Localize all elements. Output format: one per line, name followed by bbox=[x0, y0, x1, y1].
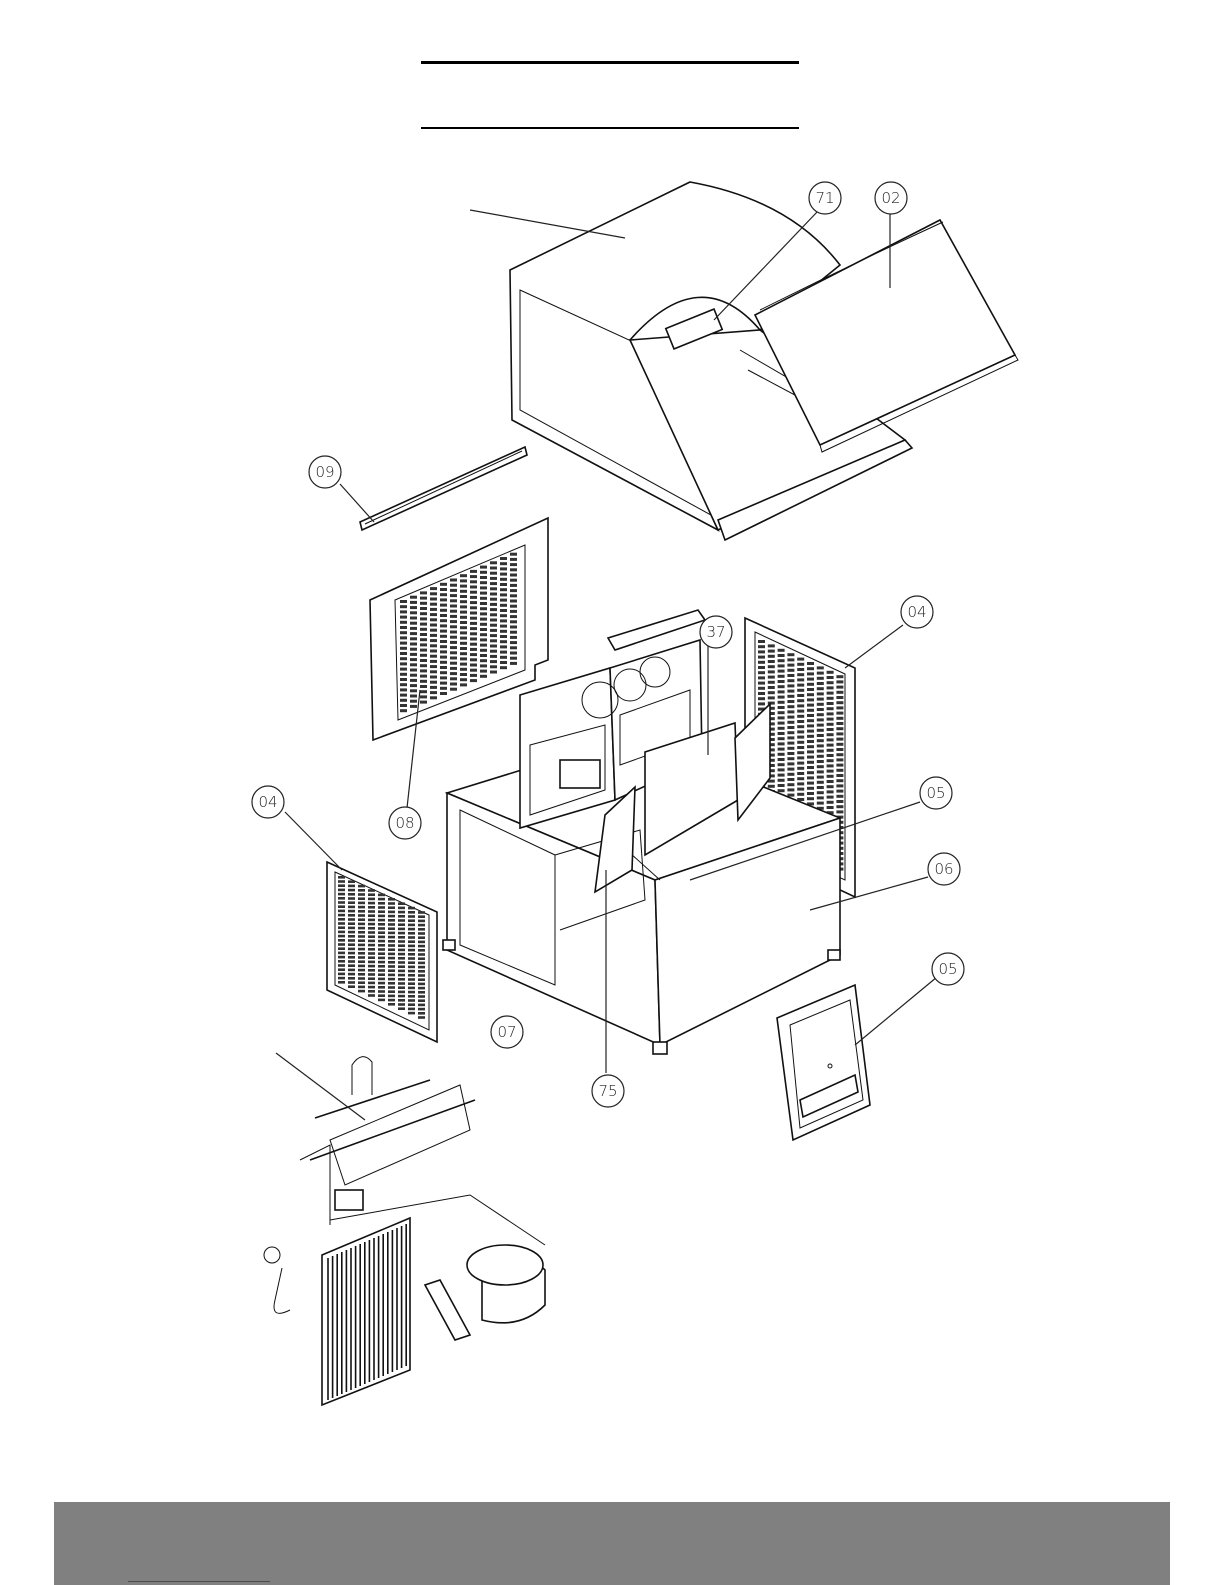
callout-05-top-label: 05 bbox=[926, 784, 945, 802]
left-side-panel-part bbox=[327, 862, 437, 1042]
footer-link-underline[interactable] bbox=[128, 1581, 270, 1582]
callout-09: 09 bbox=[309, 456, 341, 488]
callout-02: 02 bbox=[875, 182, 907, 214]
callout-75: 75 bbox=[592, 1075, 624, 1107]
front-door-panel-part bbox=[777, 985, 870, 1140]
callout-08-label: 08 bbox=[395, 814, 414, 832]
callout-75-label: 75 bbox=[598, 1082, 617, 1100]
callout-05-top: 05 bbox=[920, 777, 952, 809]
callout-06: 06 bbox=[928, 853, 960, 885]
callout-07-label: 07 bbox=[497, 1023, 516, 1041]
callout-05-bottom: 05 bbox=[932, 953, 964, 985]
callout-05-bottom-label: 05 bbox=[938, 960, 957, 978]
callout-04-left: 04 bbox=[252, 786, 284, 818]
refrigeration-system-part bbox=[264, 1057, 545, 1405]
callout-04-left-label: 04 bbox=[258, 793, 277, 811]
callout-37: 37 bbox=[700, 616, 732, 648]
footer-band bbox=[54, 1502, 1170, 1585]
callout-08: 08 bbox=[389, 807, 421, 839]
callout-37-label: 37 bbox=[706, 623, 725, 641]
callout-04-right: 04 bbox=[901, 596, 933, 628]
callout-07: 07 bbox=[491, 1016, 523, 1048]
callout-04-right-label: 04 bbox=[907, 603, 926, 621]
callout-06-label: 06 bbox=[934, 860, 953, 878]
callout-02-label: 02 bbox=[881, 189, 900, 207]
callout-71-label: 71 bbox=[815, 189, 834, 207]
hinge-strip-part bbox=[360, 447, 527, 530]
exploded-parts-diagram: 71 02 09 04 37 05 04 08 06 05 07 75 bbox=[0, 0, 1225, 1500]
callout-71: 71 bbox=[809, 182, 841, 214]
callout-09-label: 09 bbox=[315, 463, 334, 481]
